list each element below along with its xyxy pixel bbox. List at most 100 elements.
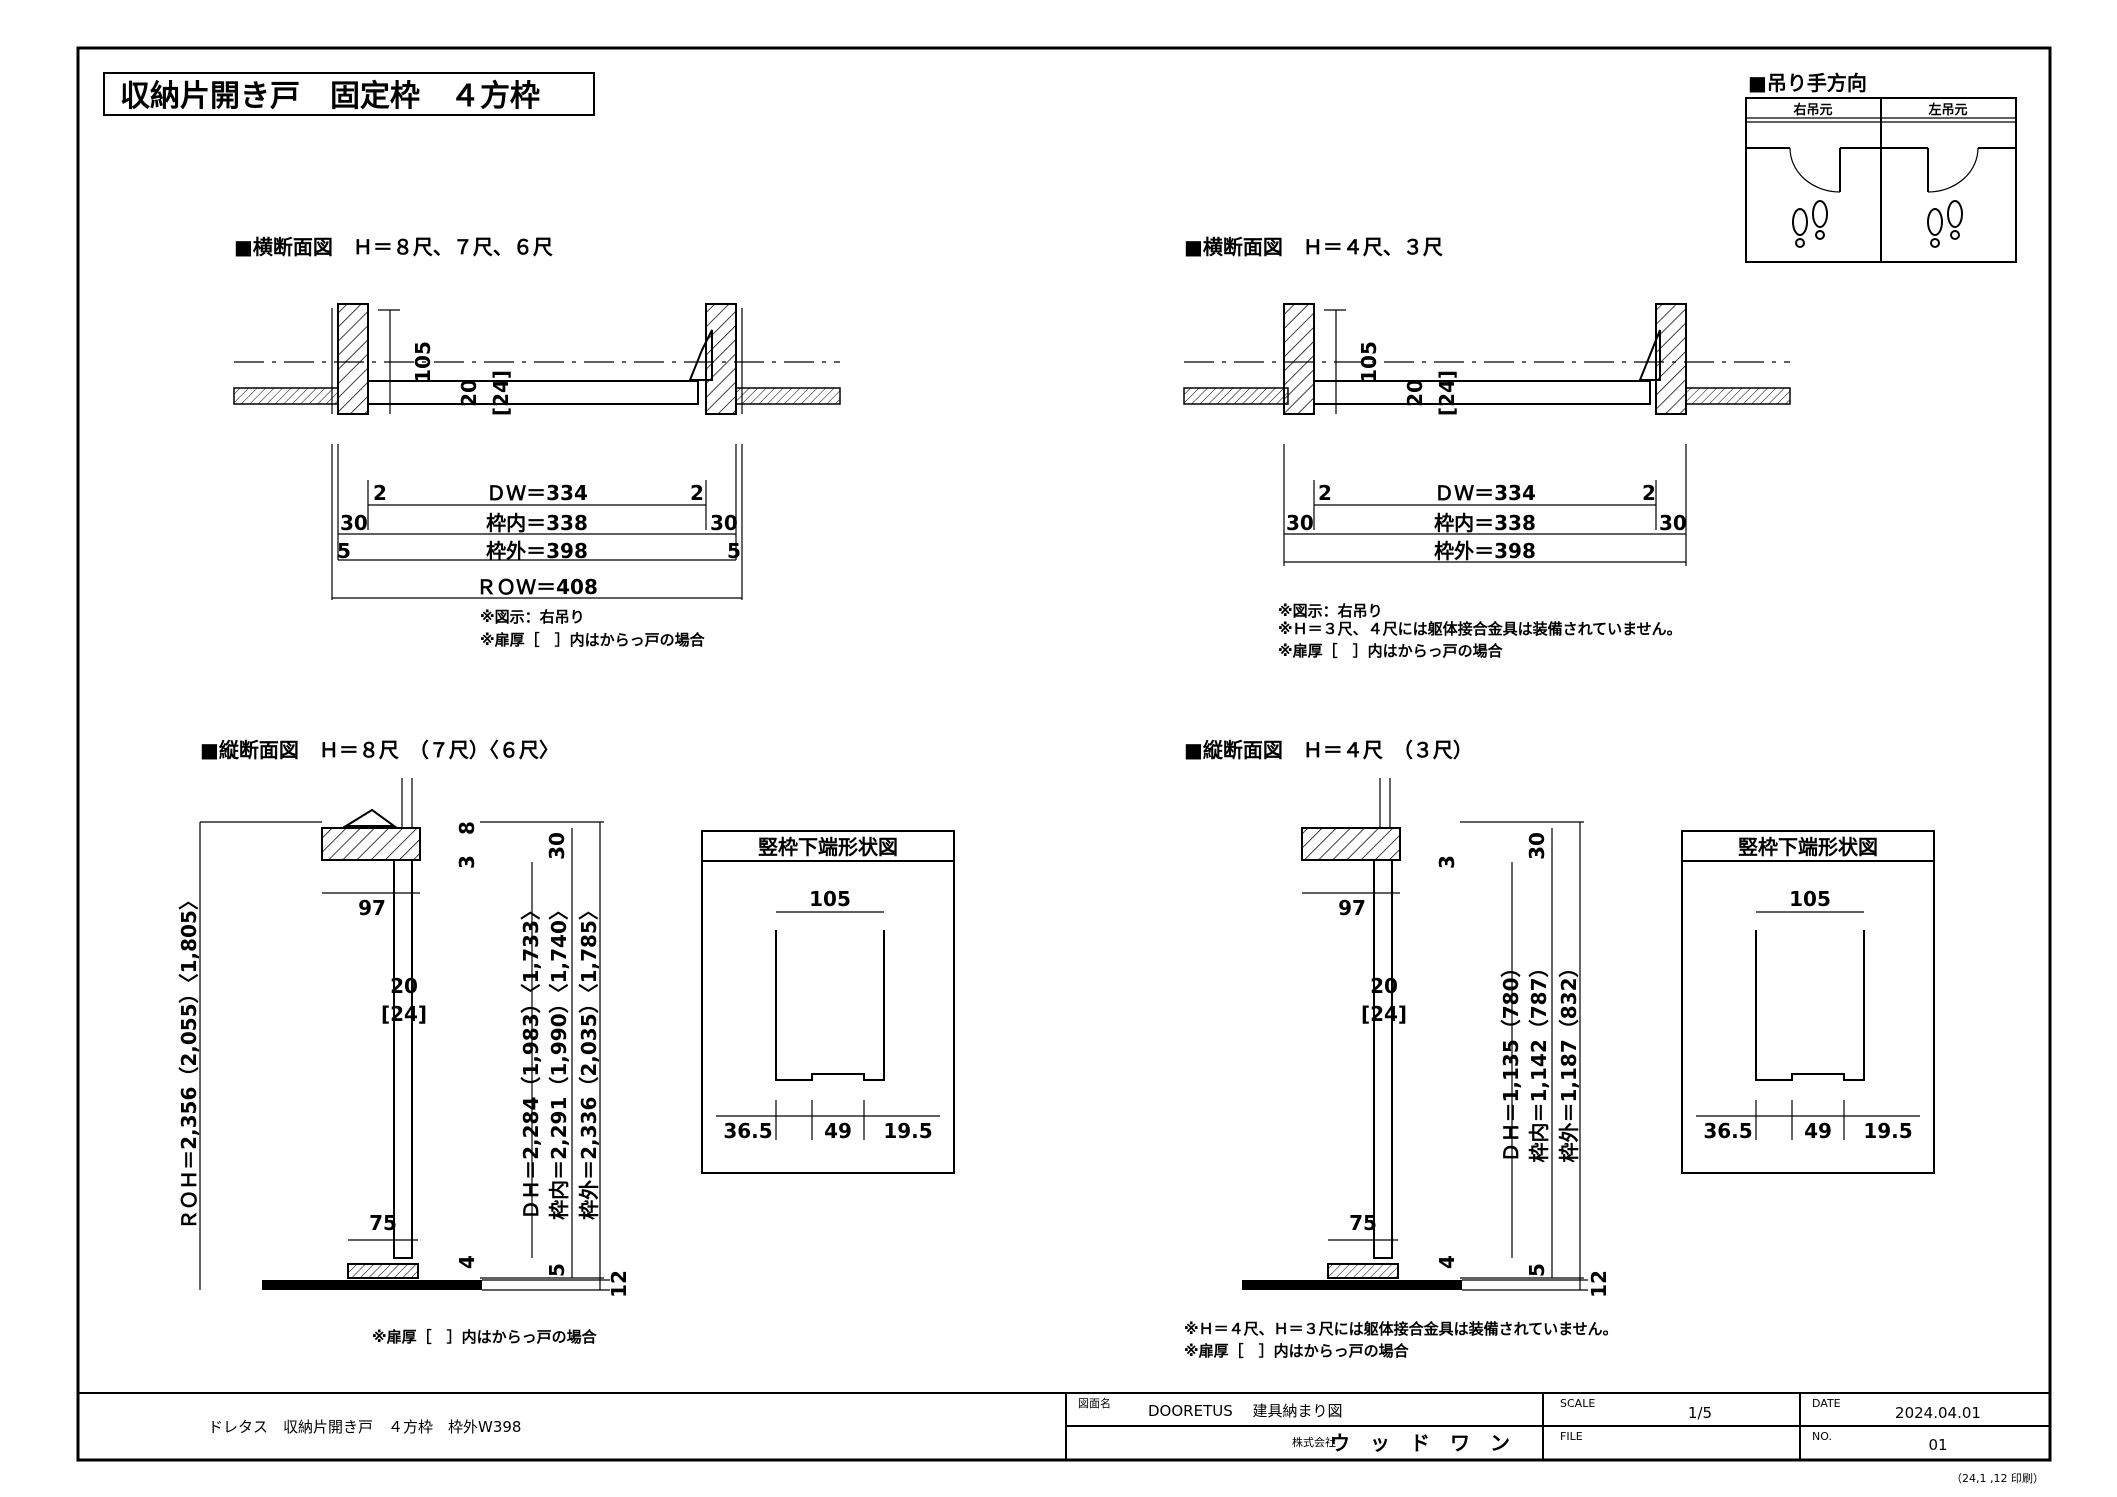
- vsec1-dim-20: 20: [390, 974, 418, 998]
- vertical-section-1: ■縦断面図 Ｈ＝８尺 （７尺）〈６尺〉 97 20 [24] 75 8 3 30…: [177, 738, 631, 1346]
- hinge-icon: [688, 329, 713, 381]
- hsec2-note-2: ※Ｈ＝３尺、４尺には躯体接合金具は装備されていません。: [1278, 620, 1682, 638]
- hsec1-outer: 枠外＝398: [486, 539, 588, 563]
- profile2-dim-c: 19.5: [1863, 1119, 1912, 1143]
- vsec1-heading: ■縦断面図 Ｈ＝８尺 （７尺）〈６尺〉: [200, 738, 559, 762]
- profile1-dim-a: 36.5: [723, 1119, 772, 1143]
- door-leaf: [1373, 859, 1393, 1259]
- vertical-section-2: ■縦断面図 Ｈ＝４尺 （３尺） 97 20 [24] 75 3 30 4 5 1…: [1184, 738, 1618, 1360]
- hsec1-inner: 枠内＝338: [486, 511, 588, 535]
- vsec1-note: ※扉厚［ ］内はからっ戸の場合: [372, 1328, 598, 1346]
- hsec1-heading: ■横断面図 Ｈ＝８尺、７尺、６尺: [234, 235, 553, 259]
- hsec2-note-3: ※扉厚［ ］内はからっ戸の場合: [1278, 642, 1504, 660]
- vsec2-inner: 枠内＝1,142（787）: [1527, 957, 1551, 1162]
- profile1-dim-105: 105: [809, 887, 851, 911]
- tb-drawing-name: DOORETUS 建具納まり図: [1148, 1402, 1343, 1420]
- hsec2-dim-2-right: 2: [1642, 481, 1656, 505]
- vsec1-dim-12: 12: [607, 1270, 631, 1298]
- floor: [1242, 1280, 1462, 1290]
- hsec2-dim-30-left: 30: [1286, 511, 1314, 535]
- profile2-dim-a: 36.5: [1703, 1119, 1752, 1143]
- vsec1-dim-3: 3: [455, 855, 479, 869]
- profile2-dim-105: 105: [1789, 887, 1831, 911]
- jamb-bottom-profile-1: 竪枠下端形状図 105 36.5 49 19.5: [701, 830, 955, 1174]
- hsec2-dim-2-left: 2: [1318, 481, 1332, 505]
- vsec2-outer: 枠外＝1,187（832）: [1557, 957, 1581, 1162]
- hsec1-dim-105: 105: [411, 341, 435, 383]
- hinge-icon: [1638, 329, 1661, 381]
- hinge-direction-legend: ■吊り手方向 右吊元 左吊元: [1745, 71, 2017, 263]
- tb-date-label: DATE: [1812, 1397, 1841, 1410]
- footprints-icon: [1792, 200, 1963, 248]
- tb-file-label: FILE: [1560, 1430, 1583, 1443]
- vsec2-dh: ＤＨ＝1,135（780）: [1499, 957, 1523, 1162]
- hsec1-note-2: ※扉厚［ ］内はからっ戸の場合: [480, 631, 706, 649]
- bottom-frame: [1327, 1263, 1399, 1279]
- tb-product: ドレタス 収納片開き戸 ４方枠 枠外W398: [208, 1418, 521, 1436]
- floor: [262, 1280, 482, 1290]
- vsec1-dim-8: 8: [455, 821, 479, 835]
- frame-jamb-left: [1283, 303, 1315, 415]
- vsec1-dim-24: [24]: [381, 1002, 427, 1026]
- tb-company-mark: 株式会社: [1292, 1435, 1336, 1449]
- jamb-bottom-profile-2: 竪枠下端形状図 105 36.5 49 19.5: [1681, 830, 1935, 1174]
- door-leaf: [393, 859, 413, 1259]
- hsec1-dim-2-right: 2: [690, 481, 704, 505]
- hsec2-dim-24: [24]: [1435, 370, 1459, 416]
- hsec1-dim-30-left: 30: [340, 511, 368, 535]
- title-block: ドレタス 収納片開き戸 ４方枠 枠外W398 図面名 DOORETUS 建具納ま…: [78, 1392, 2050, 1485]
- wall-left: [1183, 387, 1289, 405]
- hinge-heading: ■吊り手方向: [1748, 71, 1867, 95]
- tb-scale-label: SCALE: [1560, 1397, 1595, 1410]
- frame-jamb-right: [705, 303, 737, 415]
- tb-date: 2024.04.01: [1895, 1404, 1981, 1422]
- page-title: 収納片開き戸 固定枠 ４方枠: [120, 79, 540, 114]
- hsec2-dw: ＤＷ＝334: [1434, 481, 1536, 505]
- door-leaf: [1313, 380, 1651, 405]
- head-frame: [321, 827, 421, 861]
- tb-drawing-label: 図面名: [1078, 1396, 1111, 1410]
- vsec1-dim-97: 97: [358, 896, 386, 920]
- hsec1-row: ＲＯＷ＝408: [476, 575, 598, 599]
- hsec1-dim-5-right: 5: [727, 539, 741, 563]
- hsec1-dim-2-left: 2: [373, 481, 387, 505]
- vsec2-dim-20: 20: [1370, 974, 1398, 998]
- tb-print: （24,1 ,12 印刷）: [1951, 1472, 2044, 1485]
- hsec1-dim-5-left: 5: [337, 539, 351, 563]
- vsec2-dim-3: 3: [1435, 855, 1459, 869]
- hsec2-inner: 枠内＝338: [1434, 511, 1536, 535]
- vsec2-dim-5: 5: [1525, 1263, 1549, 1277]
- hsec2-dim-105: 105: [1357, 341, 1381, 383]
- connector-bracket-icon: [342, 808, 398, 827]
- hsec2-note-1: ※図示：右吊り: [1278, 602, 1383, 620]
- sheet-border: [76, 46, 2052, 1462]
- profile1-dim-c: 19.5: [883, 1119, 932, 1143]
- horizontal-section-2: ■横断面図 Ｈ＝４尺、３尺 105 20 [24] 2 2 ＤＷ＝334 30 …: [1183, 235, 1791, 660]
- tb-scale: 1/5: [1688, 1404, 1712, 1422]
- vsec1-outer: 枠外＝2,336（2,035）〈1,785〉: [577, 900, 601, 1220]
- hsec2-dim-30-right: 30: [1659, 511, 1687, 535]
- hsec1-dim-24: [24]: [489, 370, 513, 416]
- hsec1-dim-30-right: 30: [710, 511, 738, 535]
- title-box: [103, 72, 595, 116]
- vsec2-dim-75: 75: [1349, 1211, 1377, 1235]
- head-frame: [1301, 827, 1401, 861]
- vsec1-dim-30: 30: [545, 832, 569, 860]
- wall-right: [735, 387, 841, 405]
- vsec1-dim-5: 5: [545, 1263, 569, 1277]
- horizontal-section-1: ■横断面図 Ｈ＝８尺、７尺、６尺 105 20 [24] 2 2 ＤＷ＝: [233, 235, 841, 649]
- wall-left: [233, 387, 339, 405]
- hsec1-note-1: ※図示：右吊り: [480, 608, 585, 626]
- hsec1-dim-20: 20: [457, 379, 481, 407]
- vsec2-dim-4: 4: [1435, 1255, 1459, 1269]
- vsec1-dim-4: 4: [455, 1255, 479, 1269]
- vsec1-roh: ＲＯＨ＝2,356（2,055）〈1,805〉: [177, 890, 201, 1230]
- hsec2-outer: 枠外＝398: [1434, 539, 1536, 563]
- tb-company: ウ ッ ド ワ ン: [1330, 1431, 1510, 1455]
- wall-right: [1685, 387, 1791, 405]
- vsec2-note-2: ※扉厚［ ］内はからっ戸の場合: [1184, 1342, 1410, 1360]
- profile2-dim-b: 49: [1804, 1119, 1832, 1143]
- vsec2-dim-30: 30: [1525, 832, 1549, 860]
- profile2-heading: 竪枠下端形状図: [1738, 835, 1878, 859]
